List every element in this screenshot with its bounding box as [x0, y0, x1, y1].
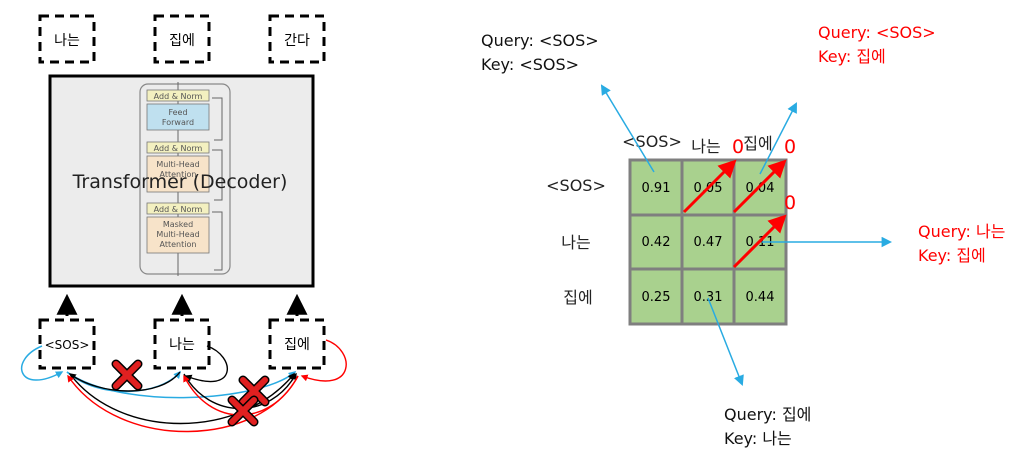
attention-arcs — [20, 339, 347, 433]
annotation-query: Query: 나는 — [918, 222, 1005, 241]
pointer-arrows — [600, 84, 893, 386]
masked-label-3: Attention — [160, 240, 197, 249]
matrix-row-header: <SOS> — [546, 176, 606, 195]
annotation-key: Key: <SOS> — [481, 55, 579, 74]
input-to-decoder-arrows — [56, 293, 308, 316]
output-token-3: 간다 — [268, 14, 326, 64]
annotation-key: Key: 집에 — [818, 47, 886, 66]
decoder-inner-figure: Add & Norm Feed Forward Add & Norm Multi… — [139, 82, 231, 276]
input-token-2: 나는 — [153, 318, 211, 370]
output-token-2-label: 집에 — [169, 33, 195, 49]
output-token-3-label: 간다 — [284, 33, 310, 49]
multi-head-label-1: Multi-Head — [156, 160, 199, 169]
masked-label-2: Multi-Head — [156, 230, 199, 239]
matrix-cell: 0.47 — [694, 235, 723, 250]
matrix-cell: 0.25 — [642, 290, 671, 305]
masked-label-1: Masked — [163, 220, 193, 229]
matrix-row-header: 집에 — [563, 288, 592, 307]
multi-head-label-2: Attention — [160, 170, 197, 179]
matrix-col-header: 나는 — [691, 137, 720, 156]
annotation-query: Query: <SOS> — [818, 23, 936, 42]
matrix-cell: 0.04 — [746, 181, 775, 196]
input-token-3: 집에 — [268, 318, 326, 370]
annotation-key: Key: 집에 — [918, 246, 986, 265]
blocked-cross-icon — [227, 395, 259, 427]
matrix-cell: 0.44 — [746, 290, 775, 305]
feed-forward-label-1: Feed — [168, 108, 187, 117]
add-norm-low-label: Add & Norm — [154, 205, 203, 214]
add-norm-mid-label: Add & Norm — [154, 144, 203, 153]
matrix-row-header: 나는 — [561, 233, 590, 252]
matrix-cell: 0.42 — [642, 235, 671, 250]
input-token-3-label: 집에 — [284, 337, 310, 353]
masked-zero: 0 — [784, 192, 796, 214]
masked-zero: 0 — [784, 136, 796, 158]
input-token-1-label: <SOS> — [45, 338, 90, 352]
blocked-cross-icon — [111, 359, 143, 391]
annotation-key: Key: 나는 — [724, 429, 792, 448]
mask-arrows — [682, 159, 787, 269]
matrix-col-header: <SOS> — [622, 132, 682, 151]
output-token-1: 나는 — [38, 14, 96, 64]
input-token-1: <SOS> — [38, 318, 96, 370]
decoder-title: Transformer (Decoder) — [72, 171, 288, 193]
output-token-2: 집에 — [153, 14, 211, 64]
input-token-2-label: 나는 — [169, 337, 195, 353]
output-token-1-label: 나는 — [54, 33, 80, 49]
matrix-cell: 0.31 — [694, 290, 723, 305]
blocked-cross-icon — [238, 375, 270, 407]
masked-zero: 0 — [732, 136, 744, 158]
annotation-query: Query: 집에 — [724, 405, 811, 424]
matrix-cell: 0.91 — [642, 181, 671, 196]
annotation-query: Query: <SOS> — [481, 31, 599, 50]
matrix-col-header: 집에 — [743, 134, 772, 153]
add-norm-top-label: Add & Norm — [154, 92, 203, 101]
feed-forward-label-2: Forward — [162, 118, 194, 127]
